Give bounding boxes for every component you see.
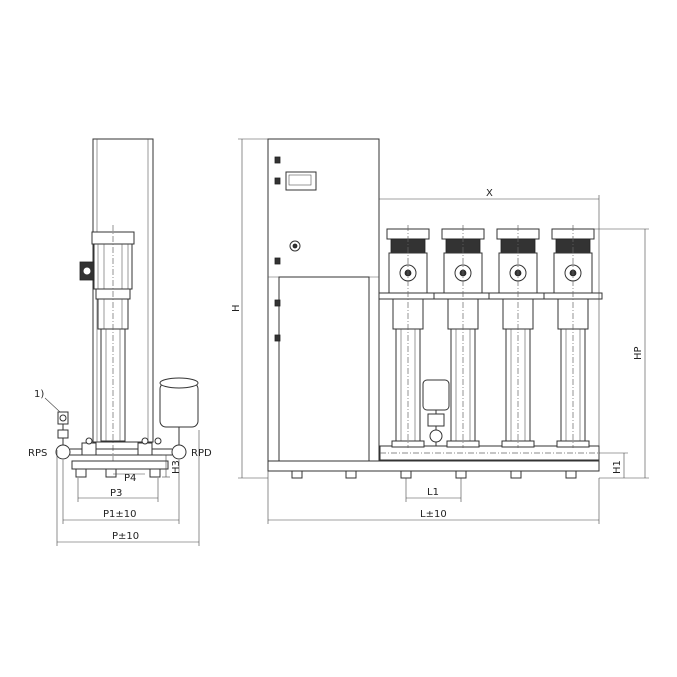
control-cabinet [267,138,380,462]
x-label: X [486,188,493,199]
front-pressure-vessel [422,379,450,446]
side-motor [79,231,135,300]
side-suction-valve [57,411,69,445]
side-view: 1) RPS RPD H3 P4 P3 P1±10 P±10 [28,138,212,546]
p-label: P±10 [112,531,139,542]
pump-1 [378,225,438,448]
p1-label: P1±10 [103,509,137,520]
l-label: L±10 [420,509,447,520]
pump-3 [488,225,548,448]
side-pressure-vessel [159,377,199,448]
rps-label: RPS [28,448,47,459]
side-base-frame [71,460,169,478]
hp-label: HP [633,346,644,360]
side-manifolds [55,437,187,460]
front-dimensions [238,138,649,524]
side-dimensions [44,397,200,546]
l1-label: L1 [427,487,439,498]
front-manifold [379,445,600,461]
side-pump-column [97,225,129,470]
h3-label: H3 [171,460,182,474]
control-display [285,171,317,191]
p3-label: P3 [110,488,122,499]
front-base-frame [267,460,600,479]
pump-4 [543,225,603,448]
h-label: H [231,304,242,312]
h1-label: H1 [612,460,623,474]
front-view: H X HP H1 L1 L±10 [231,138,649,524]
p4-label: P4 [124,473,136,484]
note-label: 1) [34,389,44,400]
rpd-label: RPD [191,448,212,459]
pump-2 [433,225,493,448]
